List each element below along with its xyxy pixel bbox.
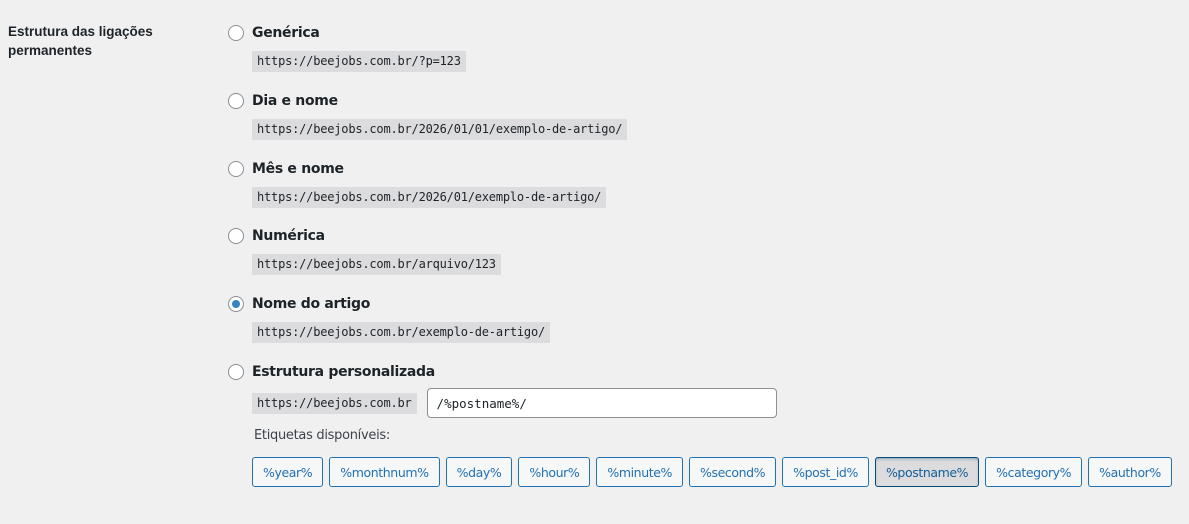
example-url: https://beejobs.com.br/2026/01/exemplo-d…: [252, 187, 607, 208]
custom-structure-input[interactable]: [426, 388, 777, 418]
example-url: https://beejobs.com.br/2026/01/01/exempl…: [252, 119, 628, 140]
tag-second-button[interactable]: %second%: [689, 457, 777, 487]
tag-monthnum-button[interactable]: %monthnum%: [329, 457, 440, 487]
option-label: Genérica: [252, 25, 320, 41]
example-url: https://beejobs.com.br/?p=123: [252, 51, 466, 72]
radio-post-name[interactable]: [228, 296, 244, 312]
option-label: Dia e nome: [252, 93, 338, 109]
radio-day-name[interactable]: [228, 93, 244, 109]
radio-numeric[interactable]: [228, 228, 244, 244]
option-generic: Genérica https://beejobs.com.br/?p=123: [228, 23, 466, 72]
option-label: Nome do artigo: [252, 296, 371, 312]
radio-generic[interactable]: [228, 25, 244, 41]
available-tags: %year% %monthnum% %day% %hour% %minute% …: [252, 457, 1172, 487]
option-label: Estrutura personalizada: [252, 364, 435, 380]
tag-category-button[interactable]: %category%: [985, 457, 1083, 487]
option-custom-structure: Estrutura personalizada https://beejobs.…: [228, 362, 1172, 487]
custom-base-url: https://beejobs.com.br: [252, 392, 417, 414]
available-tags-label: Etiquetas disponíveis:: [254, 428, 390, 443]
tag-year-button[interactable]: %year%: [252, 457, 324, 487]
option-numeric: Numérica https://beejobs.com.br/arquivo/…: [228, 226, 501, 275]
option-day-name: Dia e nome https://beejobs.com.br/2026/0…: [228, 91, 628, 140]
option-label: Numérica: [252, 228, 325, 244]
option-month-name: Mês e nome https://beejobs.com.br/2026/0…: [228, 159, 607, 208]
radio-month-name[interactable]: [228, 161, 244, 177]
tag-postname-button[interactable]: %postname%: [874, 457, 980, 487]
permalink-structure-label: Estrutura das ligações permanentes: [8, 24, 153, 58]
radio-custom-structure[interactable]: [228, 364, 244, 380]
tag-hour-button[interactable]: %hour%: [518, 457, 591, 487]
option-post-name: Nome do artigo https://beejobs.com.br/ex…: [228, 294, 551, 343]
tag-minute-button[interactable]: %minute%: [596, 457, 683, 487]
tag-author-button[interactable]: %author%: [1088, 457, 1172, 487]
example-url: https://beejobs.com.br/exemplo-de-artigo…: [252, 322, 551, 343]
example-url: https://beejobs.com.br/arquivo/123: [252, 254, 501, 275]
option-label: Mês e nome: [252, 161, 344, 177]
tag-post-id-button[interactable]: %post_id%: [782, 457, 869, 487]
tag-day-button[interactable]: %day%: [445, 457, 513, 487]
